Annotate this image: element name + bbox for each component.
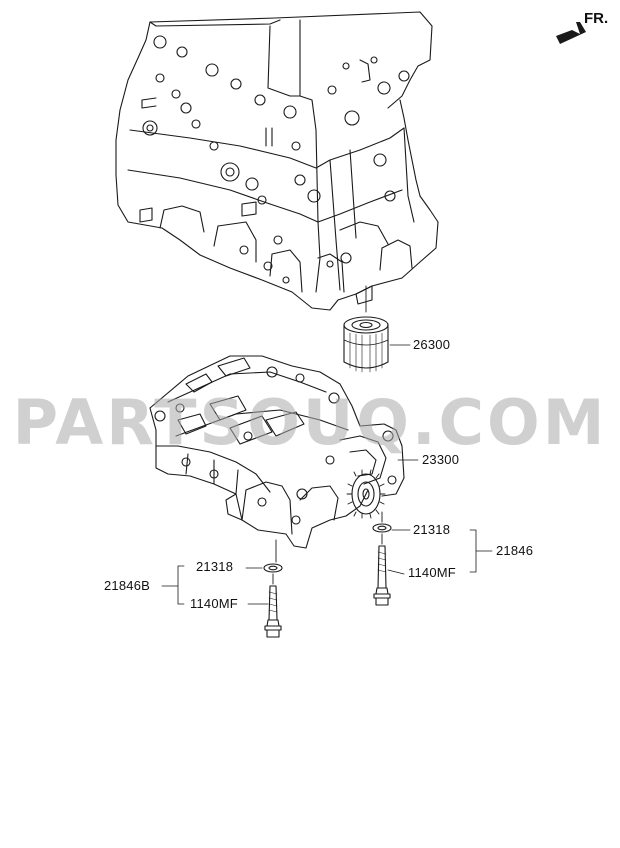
callout-washer-right: 21318 [413,522,451,537]
drive-gear-illustration [346,469,386,519]
callout-bolt-left: 1140MF [190,596,238,611]
arrow-forward-icon [556,22,586,44]
right-fastener-illustration [372,511,392,606]
left-fastener-illustration [263,539,283,638]
bolt-right-illustration [373,545,391,606]
oil-pump-balance-shaft-illustration [149,355,405,549]
callout-washer-left: 21318 [196,559,234,574]
callout-oil-pump-balance-shaft: 23300 [422,452,460,467]
oil-filter-illustration [343,316,389,373]
watermark: PARTSOUQ.COM [12,386,608,459]
callout-bolt-right: 1140MF [408,565,456,580]
callout-group-right: 21846 [496,543,534,558]
callout-oil-filter: 26300 [413,337,451,352]
washer-left-illustration [263,563,283,573]
callout-group-left: 21846B [104,578,151,593]
direction-label: FR. [584,10,609,27]
bolt-left-illustration [264,585,282,638]
leader-lines [161,344,493,605]
engine-block-illustration [115,11,439,311]
washer-right-illustration [372,523,392,533]
